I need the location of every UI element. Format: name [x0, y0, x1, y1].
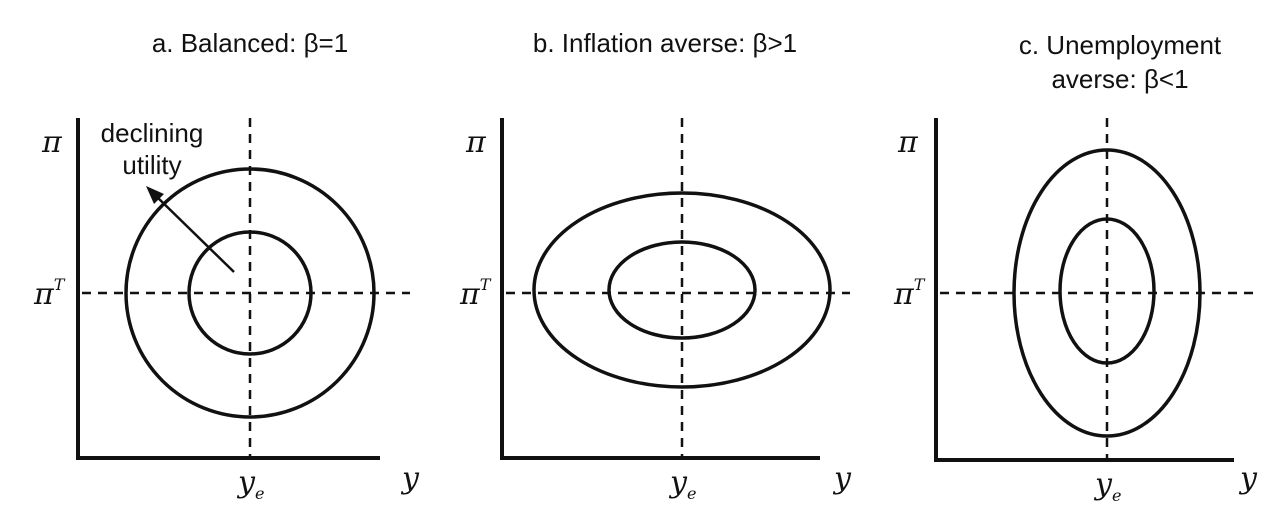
panel-title: c. Unemployment averse: β<1 [1018, 30, 1222, 94]
x-axis-label: y [1238, 461, 1258, 496]
diagram-balanced: declining utility π πT ye y [33, 118, 420, 503]
inner-indifference-curve [187, 230, 313, 356]
panel-title: a. Balanced: β=1 [151, 28, 349, 58]
panel-inflation-averse: b. Inflation averse: β>1 π πT ye y [430, 0, 860, 512]
x-axis-label: y [832, 461, 852, 496]
outer-indifference-curve [1012, 148, 1202, 438]
annotation-line-1: declining [101, 118, 204, 148]
natural-output-label: ye [668, 465, 696, 503]
inner-indifference-curve [607, 240, 757, 340]
diagram-unemployment-averse: π πT ye y [893, 118, 1260, 505]
declining-utility-arrow [155, 195, 235, 273]
inflation-target-label: πT [459, 275, 492, 312]
inner-indifference-curve [1058, 217, 1156, 365]
diagram-inflation-averse: π πT ye y [459, 118, 852, 503]
inflation-target-label: πT [33, 275, 66, 312]
annotation-line-2: utility [122, 150, 181, 180]
y-axis-label: π [465, 125, 487, 160]
y-axis-label: π [41, 125, 63, 160]
y-axis-label: π [897, 125, 919, 160]
natural-output-label: ye [236, 465, 264, 503]
outer-indifference-curve [532, 191, 832, 389]
natural-output-label: ye [1093, 467, 1121, 505]
inflation-target-label: πT [893, 275, 926, 312]
arrow-head-icon [146, 186, 164, 204]
panel-title: b. Inflation averse: β>1 [532, 28, 798, 58]
panel-unemployment-averse: c. Unemployment averse: β<1 π πT ye y [860, 0, 1280, 512]
outer-indifference-curve [124, 167, 376, 419]
panel-balanced: a. Balanced: β=1 declining utility π πT … [0, 0, 430, 512]
x-axis-label: y [400, 461, 420, 496]
